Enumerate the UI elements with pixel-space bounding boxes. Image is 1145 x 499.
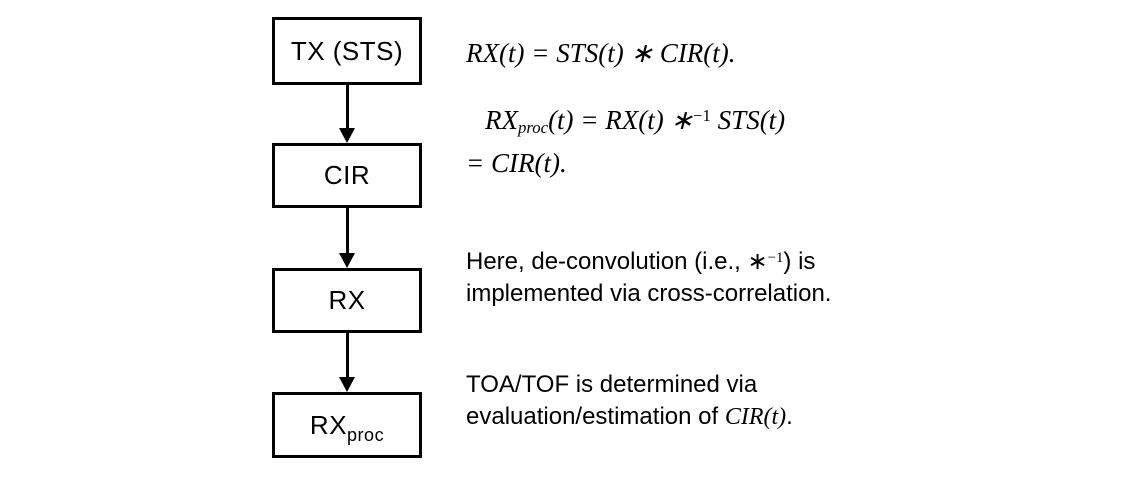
cir-math-term: CIR(t) <box>724 404 787 430</box>
flow-box-rxproc-main: RX <box>309 409 348 440</box>
note-deconvolution-line1: Here, de-convolution (i.e., ∗−1) is <box>466 248 816 275</box>
arrow-shaft <box>346 208 349 255</box>
equation-rxproc-deconvolution: RXproc(t) = RX(t) ∗−1 STS(t) = CIR(t). <box>466 99 785 185</box>
note-toa-line1: TOA/TOF is determined via <box>466 371 758 398</box>
note-toa-line2: evaluation/estimation of CIR(t). <box>466 403 793 430</box>
flow-box-rxproc-label: RXproc <box>309 409 384 444</box>
arrow-head-icon <box>339 128 355 143</box>
equation-rxproc-line1: RXproc(t) = RX(t) ∗−1 STS(t) <box>485 105 786 138</box>
flow-box-rx-label: RX <box>328 285 366 315</box>
arrow-shaft <box>346 85 349 130</box>
arrow-shaft <box>346 333 349 379</box>
asterisk-operator: ∗ <box>747 249 768 275</box>
arrow-cir-to-rx <box>339 208 356 268</box>
flow-box-tx-label: TX (STS) <box>290 35 404 66</box>
note-toa-tof: TOA/TOF is determined via evaluation/est… <box>466 369 793 433</box>
equation-rx-convolution-text: RX(t) = STS(t) ∗ CIR(t). <box>466 38 736 68</box>
note-deconvolution: Here, de-convolution (i.e., ∗−1) is impl… <box>466 246 831 310</box>
arrow-head-icon <box>339 253 355 268</box>
equation-rx-convolution: RX(t) = STS(t) ∗ CIR(t). <box>466 38 736 69</box>
equation-rxproc-line2: = CIR(t). <box>466 148 567 178</box>
arrow-rx-to-rxproc <box>339 333 356 392</box>
flow-box-tx: TX (STS) <box>272 17 422 85</box>
arrow-tx-to-cir <box>339 85 356 143</box>
note-deconvolution-line2: implemented via cross-correlation. <box>466 280 832 307</box>
flow-box-cir-label: CIR <box>323 160 371 190</box>
arrow-head-icon <box>339 377 355 392</box>
flow-box-rxproc: RXproc <box>272 392 422 458</box>
flow-box-rx: RX <box>272 268 422 333</box>
flow-box-rxproc-sub: proc <box>347 424 385 445</box>
flow-box-cir: CIR <box>272 143 422 208</box>
